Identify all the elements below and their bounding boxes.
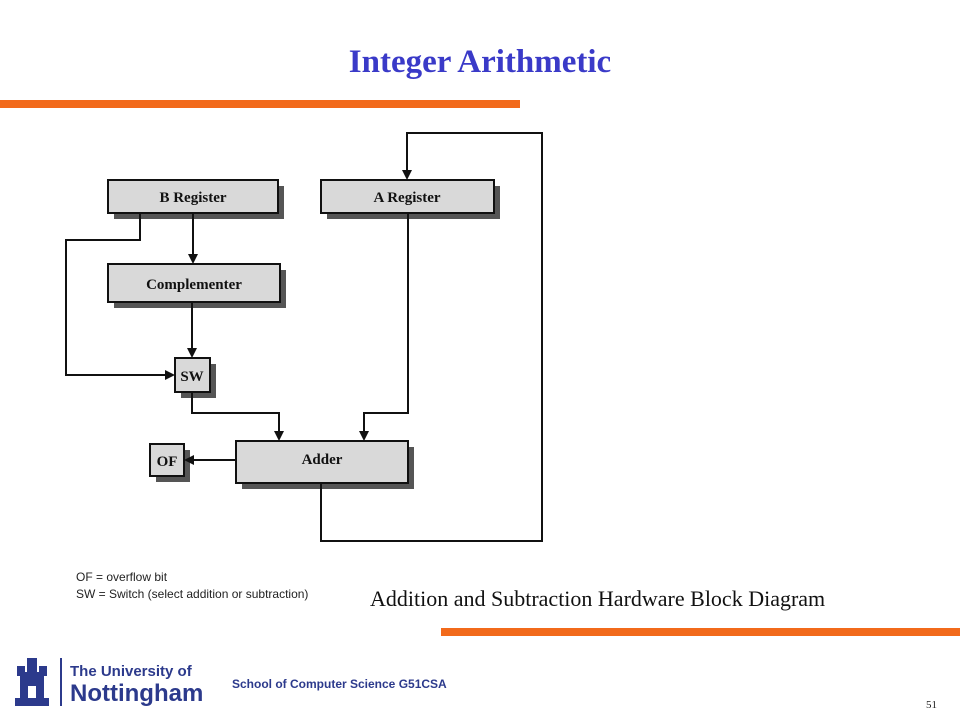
logo-line-1: The University of bbox=[70, 663, 193, 680]
arrow-adder-feedback-to-a bbox=[320, 132, 543, 542]
overflow-block: OF bbox=[149, 443, 190, 482]
arrow-sw-to-adder bbox=[191, 392, 284, 441]
b-register-block: B Register bbox=[107, 179, 284, 219]
university-logo: The University of Nottingham bbox=[15, 658, 203, 707]
arrow-b-bypass-to-sw bbox=[65, 213, 175, 380]
adder-label: Adder bbox=[302, 452, 343, 468]
a-register-label: A Register bbox=[373, 190, 440, 206]
sw-label: SW bbox=[180, 369, 203, 385]
arrow-a-to-adder bbox=[359, 213, 409, 441]
adder-block: Adder bbox=[235, 440, 414, 489]
connectors bbox=[65, 132, 543, 542]
page-number: 51 bbox=[926, 699, 937, 711]
legend-switch: SW = Switch (select addition or subtract… bbox=[76, 587, 308, 601]
accent-bar-top bbox=[0, 100, 520, 108]
footer-text: School of Computer Science G51CSA bbox=[232, 677, 447, 691]
accent-bar-bottom bbox=[441, 628, 960, 636]
castle-crest-icon bbox=[15, 658, 49, 706]
logo-divider bbox=[60, 658, 62, 706]
sw-block: SW bbox=[174, 357, 216, 398]
a-register-block: A Register bbox=[320, 179, 500, 219]
complementer-block: Complementer bbox=[107, 263, 286, 308]
b-register-label: B Register bbox=[159, 190, 226, 206]
complementer-label: Complementer bbox=[146, 277, 242, 293]
diagram-caption: Addition and Subtraction Hardware Block … bbox=[370, 586, 826, 611]
logo-line-2: Nottingham bbox=[70, 680, 203, 707]
legend-overflow: OF = overflow bit bbox=[76, 570, 168, 584]
overflow-label: OF bbox=[157, 454, 178, 470]
slide-title: Integer Arithmetic bbox=[348, 44, 612, 80]
